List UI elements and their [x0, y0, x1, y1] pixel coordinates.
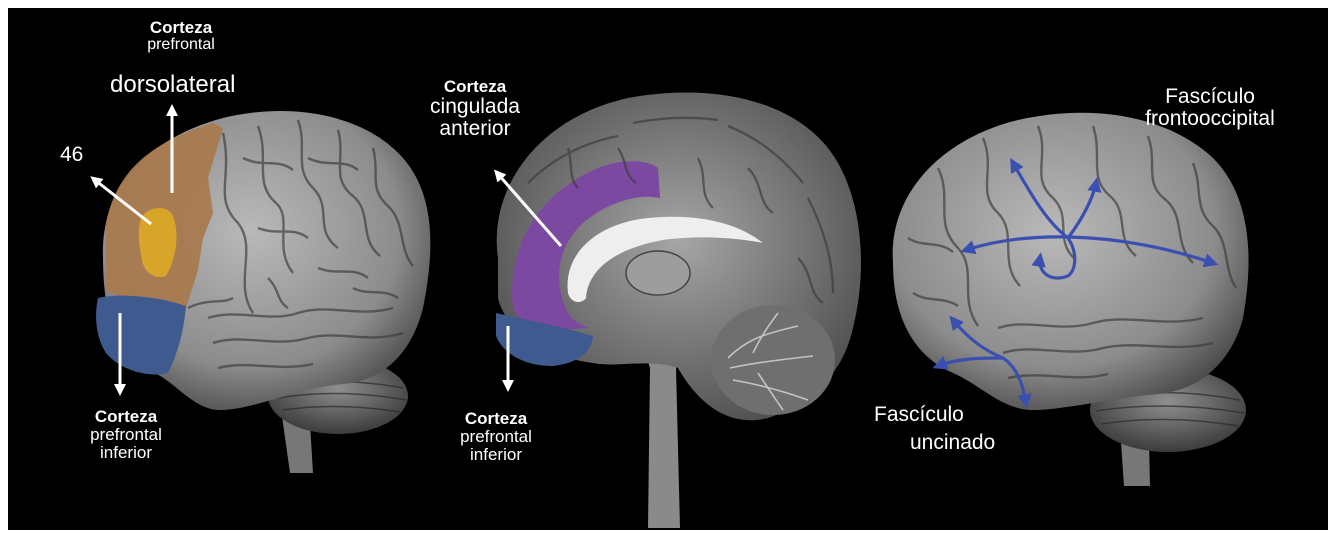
tracts-cerebrum [893, 113, 1249, 410]
acc-label-line2: cingulada [420, 96, 530, 118]
medial-inferior-line2: prefrontal [448, 428, 544, 446]
frontooccipital-label: Fascículo frontooccipital [1110, 86, 1310, 130]
frontooccipital-line1: Fascículo [1110, 86, 1310, 108]
frontooccipital-line2: frontooccipital [1110, 108, 1310, 130]
lateral-inferior-line3: inferior [78, 444, 174, 462]
acc-label: Corteza cingulada anterior [420, 78, 530, 140]
dlpfc-label-line3: dorsolateral [110, 72, 235, 97]
uncinate-line1: Fascículo [874, 404, 964, 426]
medial-inferior-line1: Corteza [448, 410, 544, 428]
inferior-region [96, 296, 186, 375]
dlpfc-label-line2: prefrontal [126, 37, 236, 54]
tracts-brain [893, 113, 1249, 486]
medial-brain [496, 92, 861, 528]
lateral-inferior-line2: prefrontal [78, 426, 174, 444]
acc-label-line3: anterior [420, 118, 530, 140]
area-46-label: 46 [60, 144, 83, 166]
medial-inferior-line3: inferior [448, 446, 544, 464]
medial-inferior-label: Corteza prefrontal inferior [448, 410, 544, 464]
acc-label-line1: Corteza [420, 78, 530, 96]
uncinate-line2: uncinado [910, 432, 995, 454]
medial-cerebellum [711, 305, 835, 415]
lateral-inferior-line1: Corteza [78, 408, 174, 426]
thalamus [626, 251, 690, 295]
dlpfc-label-line1: Corteza [126, 19, 236, 37]
dlpfc-label: Corteza prefrontal [126, 19, 236, 54]
brain-figure: Corteza prefrontal dorsolateral 46 Corte… [8, 8, 1328, 530]
lateral-inferior-label: Corteza prefrontal inferior [78, 408, 174, 462]
